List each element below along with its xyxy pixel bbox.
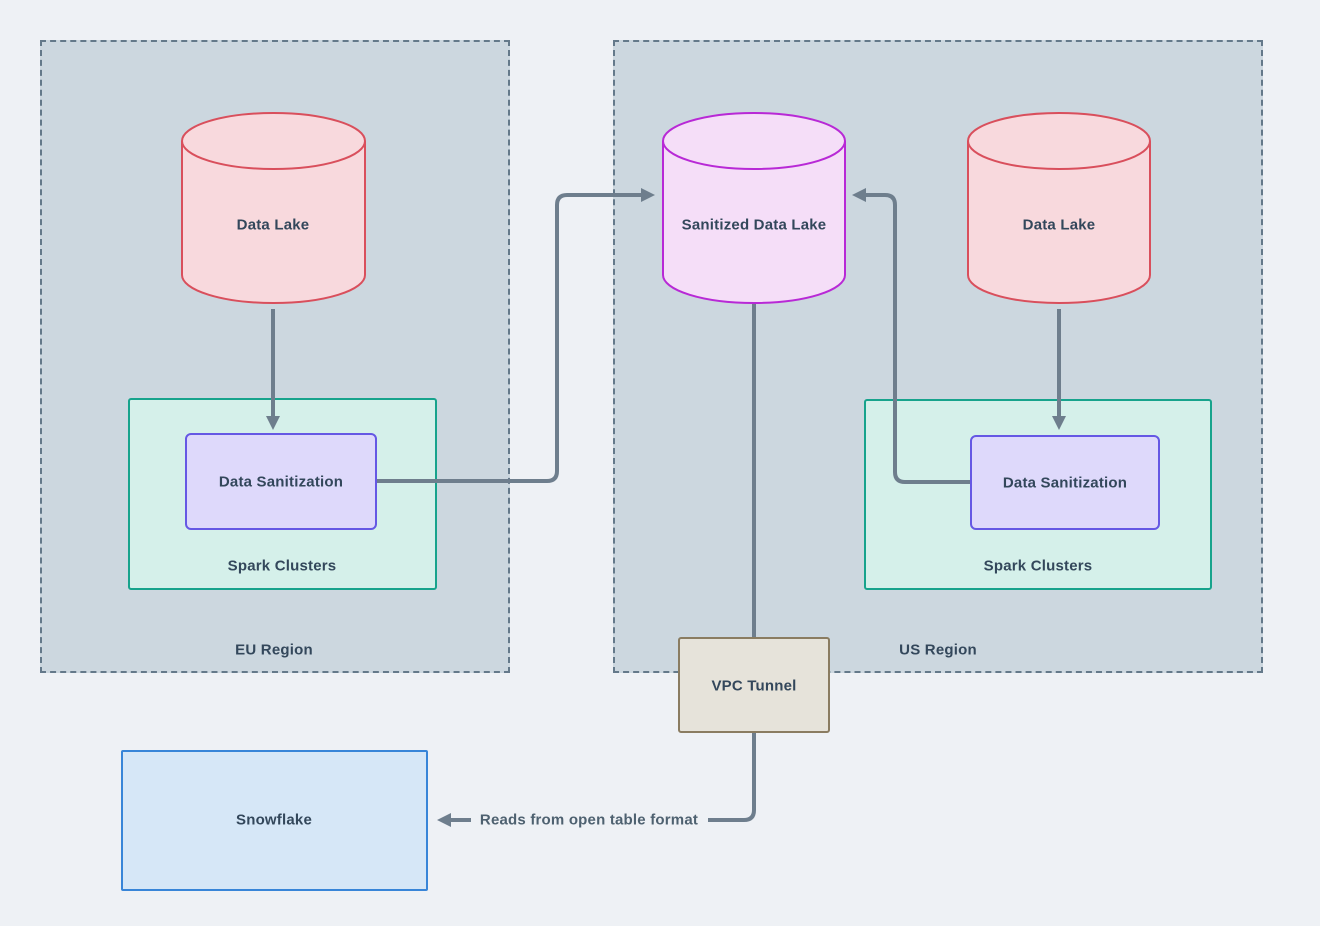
eu-data-lake-label: Data Lake [236, 216, 310, 234]
eu-spark-clusters-label: Spark Clusters [227, 557, 337, 575]
us-data-sanitization-label: Data Sanitization [1002, 474, 1128, 492]
us-region-label: US Region [899, 641, 977, 659]
arrowhead-down-icon [266, 416, 280, 430]
arrowhead-down-icon [1052, 416, 1066, 430]
snowflake-box [121, 750, 428, 891]
eu-data-sanitization-box [185, 433, 377, 530]
arrowhead-left-icon [437, 813, 451, 827]
eu-region-label: EU Region [235, 641, 313, 659]
sanitized-data-lake-label: Sanitized Data Lake [681, 216, 827, 234]
snowflake-label: Snowflake [236, 811, 312, 829]
vpc-tunnel-box [678, 637, 830, 733]
eu-data-sanitization-label: Data Sanitization [218, 473, 344, 491]
us-data-lake-label: Data Lake [1022, 216, 1096, 234]
reads-from-open-table-format-label: Reads from open table format [479, 811, 699, 829]
edge-us-datalake-to-sanitization [1052, 309, 1066, 430]
edge-sanitized-lake-to-snowflake [437, 303, 756, 827]
edge-us-sanitization-to-sanitized-lake [852, 188, 970, 484]
database-cylinder-top-icon [967, 112, 1151, 170]
us-spark-clusters-label: Spark Clusters [983, 557, 1093, 575]
us-data-sanitization-box [970, 435, 1160, 530]
arrowhead-left-icon [852, 188, 866, 202]
database-cylinder-top-icon [662, 112, 846, 170]
database-cylinder-top-icon [181, 112, 366, 170]
edge-eu-datalake-to-sanitization [266, 309, 280, 430]
arrowhead-right-icon [641, 188, 655, 202]
us-data-lake-cylinder [967, 112, 1151, 304]
eu-data-lake-cylinder [181, 112, 366, 304]
sanitized-data-lake-cylinder [662, 112, 846, 304]
vpc-tunnel-label: VPC Tunnel [711, 677, 797, 695]
edge-eu-sanitization-to-sanitized-lake [377, 188, 655, 483]
